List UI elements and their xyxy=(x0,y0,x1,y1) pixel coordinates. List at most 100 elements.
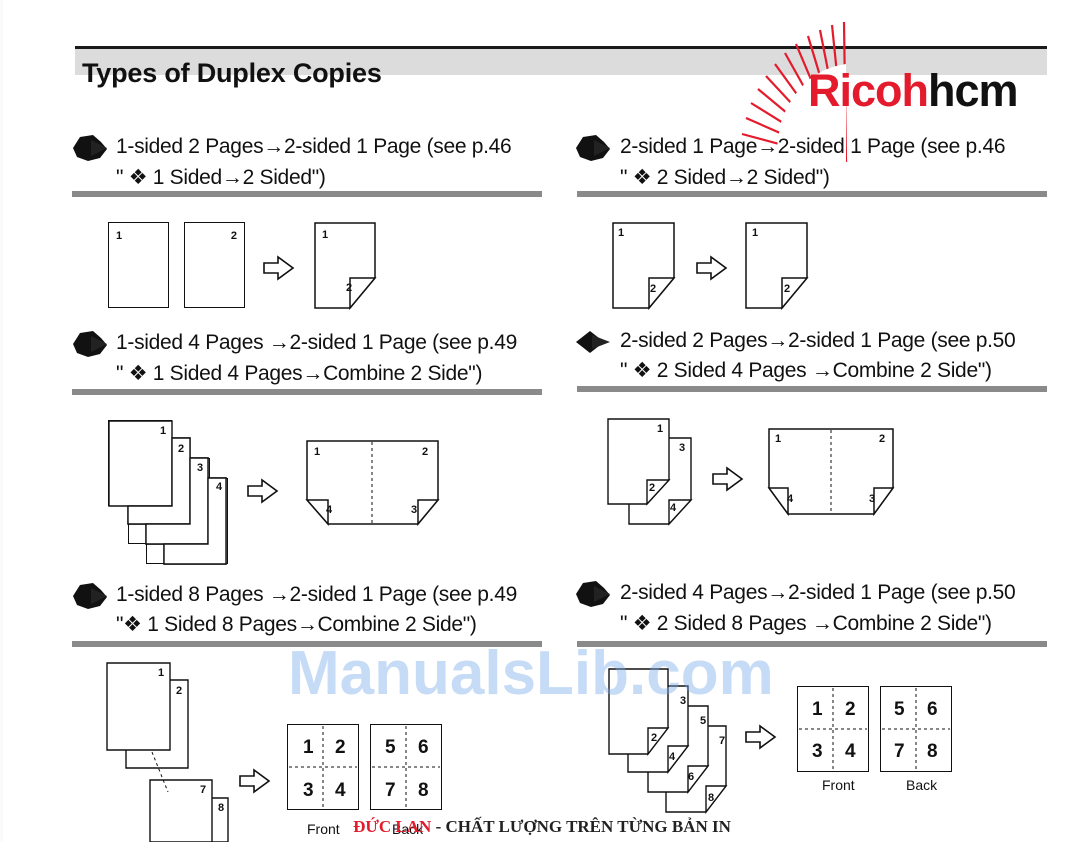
page-number: 2 xyxy=(422,446,429,458)
grid-number: 7 xyxy=(894,741,905,762)
section-5-subheading: "❖ 1 Sided 8 Pages→Combine 2 Side") xyxy=(116,613,477,636)
logo-brand-red: Ricoh xyxy=(808,65,929,116)
page-number: 2 xyxy=(879,433,886,445)
page-number: 3 xyxy=(411,504,418,516)
front-caption: Front xyxy=(307,821,340,837)
section-2-subheading: " ❖ 2 Sided→2 Sided") xyxy=(620,166,830,189)
original-page-folded xyxy=(612,222,676,311)
section-3-heading: 1-sided 4 Pages →2-sided 1 Page (see p.4… xyxy=(116,331,517,354)
logo-ray-mask xyxy=(774,64,846,184)
front-grid-divider xyxy=(289,726,357,808)
page-number: 7 xyxy=(719,735,726,747)
bullet-icon xyxy=(73,583,107,609)
grid-number: 3 xyxy=(303,780,314,801)
bullet-icon xyxy=(576,331,610,353)
grid-number: 5 xyxy=(894,699,905,720)
stacked-duplex-pages xyxy=(608,668,728,815)
page-number: 3 xyxy=(869,493,876,505)
page-number: 4 xyxy=(326,504,333,516)
stacked-pages xyxy=(108,420,227,565)
page-number: 4 xyxy=(670,502,677,514)
section-3-subheading: " ❖ 1 Sided 4 Pages→Combine 2 Side") xyxy=(116,362,483,385)
page-number: 1 xyxy=(775,433,782,445)
arrow-icon xyxy=(239,768,271,794)
page-number: 2 xyxy=(230,230,237,242)
grid-number: 2 xyxy=(845,699,856,720)
page-number: 1 xyxy=(160,425,167,437)
section-1-subheading: " ❖ 1 Sided→2 Sided") xyxy=(116,166,326,189)
watermark: ManualsLib.com xyxy=(288,639,774,708)
footer-slogan: - CHẤT LƯỢNG TRÊN TỪNG BẢN IN xyxy=(431,817,731,836)
front-caption: Front xyxy=(822,777,855,793)
logo-text: Ricohhcm xyxy=(808,65,1019,116)
grid-number: 4 xyxy=(845,741,856,762)
back-caption: Back xyxy=(392,821,424,837)
duplex-sheet-landscape xyxy=(767,428,895,517)
page-title: Types of Duplex Copies xyxy=(82,58,382,88)
page-edge xyxy=(0,0,3,841)
title-bar xyxy=(75,49,1047,75)
bullet-icon xyxy=(73,135,107,161)
grid-number: 4 xyxy=(335,780,346,801)
page-number: 2 xyxy=(651,732,658,744)
arrow-icon xyxy=(247,478,279,504)
page-number: 3 xyxy=(680,695,687,707)
page-number: 1 xyxy=(618,227,625,239)
section-1-rule xyxy=(72,191,542,197)
footer-banner: ĐỨC LAN - CHẤT LƯỢNG TRÊN TỪNG BẢN IN xyxy=(0,813,1084,841)
title-top-rule xyxy=(75,46,1047,49)
page-number: 1 xyxy=(657,423,664,435)
grid-number: 1 xyxy=(303,737,314,758)
grid-number: 3 xyxy=(812,741,823,762)
section-1-heading: 1-sided 2 Pages→2-sided 1 Page (see p.46 xyxy=(116,135,512,158)
grid-number: 7 xyxy=(385,780,396,801)
stacked-pages xyxy=(106,662,229,842)
bullet-icon xyxy=(73,331,107,357)
back-grid-divider xyxy=(372,726,440,808)
arrow-icon xyxy=(263,255,295,281)
duplex-sheet-landscape xyxy=(305,440,440,527)
front-grid-divider xyxy=(799,688,867,770)
duplex-page-folded xyxy=(745,222,809,311)
page-number: 4 xyxy=(787,493,794,505)
arrow-icon xyxy=(745,724,777,750)
page-number: 2 xyxy=(176,685,183,697)
page-number: 2 xyxy=(346,282,353,294)
section-3-rule xyxy=(72,389,542,395)
page-number: 8 xyxy=(218,802,225,814)
arrow-icon xyxy=(696,255,728,281)
section-5-rule xyxy=(72,641,542,647)
back-caption: Back xyxy=(906,777,938,793)
page-number: 8 xyxy=(708,792,715,804)
original-page: 1 xyxy=(108,222,169,308)
section-4-rule xyxy=(577,386,1047,392)
footer-brand: ĐỨC LAN xyxy=(353,817,432,836)
grid-number: 8 xyxy=(418,780,429,801)
page-number: 2 xyxy=(178,443,185,455)
page-number: 3 xyxy=(197,462,204,474)
page-number: 2 xyxy=(649,482,656,494)
grid-number: 6 xyxy=(418,737,429,758)
stacked-duplex-pages xyxy=(607,418,693,526)
section-4-heading: 2-sided 2 Pages→2-sided 1 Page (see p.50 xyxy=(620,329,1016,352)
page-number: 1 xyxy=(314,446,321,458)
back-grid-divider xyxy=(882,688,950,770)
page-number: 2 xyxy=(650,283,657,295)
section-2-rule xyxy=(577,191,1047,197)
section-6-subheading: " ❖ 2 Sided 8 Pages →Combine 2 Side") xyxy=(620,612,992,635)
page-number: 4 xyxy=(216,481,223,493)
page-number: 1 xyxy=(322,229,329,241)
logo-brand-black: hcm xyxy=(928,65,1019,116)
section-6-heading: 2-sided 4 Pages→2-sided 1 Page (see p.50 xyxy=(620,581,1016,604)
section-4-subheading: " ❖ 2 Sided 4 Pages →Combine 2 Side") xyxy=(620,359,992,382)
grid-number: 5 xyxy=(385,737,396,758)
page-number: 1 xyxy=(752,227,759,239)
section-6-rule xyxy=(577,641,1047,647)
page-number: 1 xyxy=(158,667,165,679)
grid-number: 6 xyxy=(927,699,938,720)
page-number: 1 xyxy=(116,230,123,242)
grid-number: 8 xyxy=(927,741,938,762)
grid-number: 1 xyxy=(812,699,823,720)
section-2-heading: 2-sided 1 Page→2-sided 1 Page (see p.46 xyxy=(620,135,1006,158)
page-number: 5 xyxy=(700,715,707,727)
